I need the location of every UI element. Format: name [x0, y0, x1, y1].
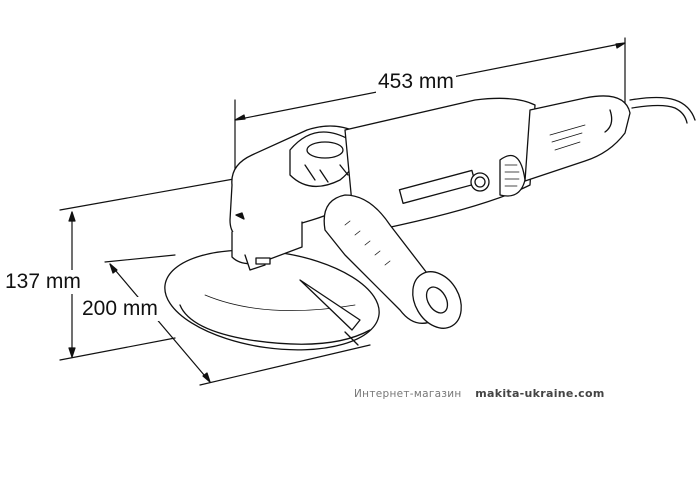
watermark-label: Интернет-магазин — [354, 388, 462, 400]
disc-diameter-label: 200 mm — [80, 297, 160, 321]
rear-handle — [524, 95, 696, 182]
motor-housing — [344, 97, 536, 236]
length-dimension-label: 453 mm — [376, 70, 456, 94]
side-handle — [323, 194, 462, 329]
watermark-site-link[interactable]: makita-ukraine.com — [475, 387, 605, 400]
disc-dimension-lines — [104, 254, 371, 386]
height-dimension-label: 137 mm — [3, 270, 83, 294]
watermark: Интернет-магазин makita-ukraine.com — [354, 387, 605, 400]
disc — [164, 249, 380, 351]
